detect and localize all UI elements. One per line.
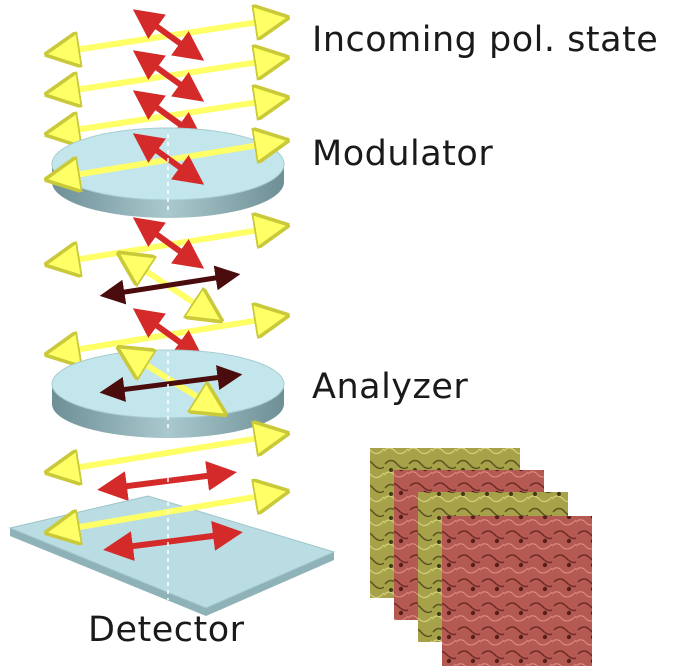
label-detector: Detector: [88, 610, 245, 650]
detector-plate: [8, 470, 336, 616]
yellow-ray-6: [62, 436, 272, 470]
modulator-disc-top: [51, 127, 285, 201]
incoming-polarization-arrows: [62, 18, 272, 133]
label-modulator: Modulator: [312, 134, 494, 174]
transmitted-polarization-arrows: [62, 436, 272, 501]
label-analyzer: Analyzer: [312, 367, 469, 407]
label-incoming-pol-state: Incoming pol. state: [312, 20, 659, 60]
detector-yellow-ray: [62, 494, 272, 530]
modulator-disc: [52, 128, 284, 218]
modulated-polarization-arrows: [62, 226, 272, 352]
detector-plate-side: [10, 528, 334, 616]
red-horizontal-arrow-1: [97, 461, 237, 501]
analyzer-disc: [51, 350, 285, 438]
detector-red-arrow: [103, 521, 243, 561]
stack-image-4: [442, 516, 592, 666]
solar-image-stack-icon: [370, 448, 592, 666]
analyzer-dark-arrow: [99, 365, 243, 402]
dark-horizontal-arrow-1: [99, 265, 241, 305]
